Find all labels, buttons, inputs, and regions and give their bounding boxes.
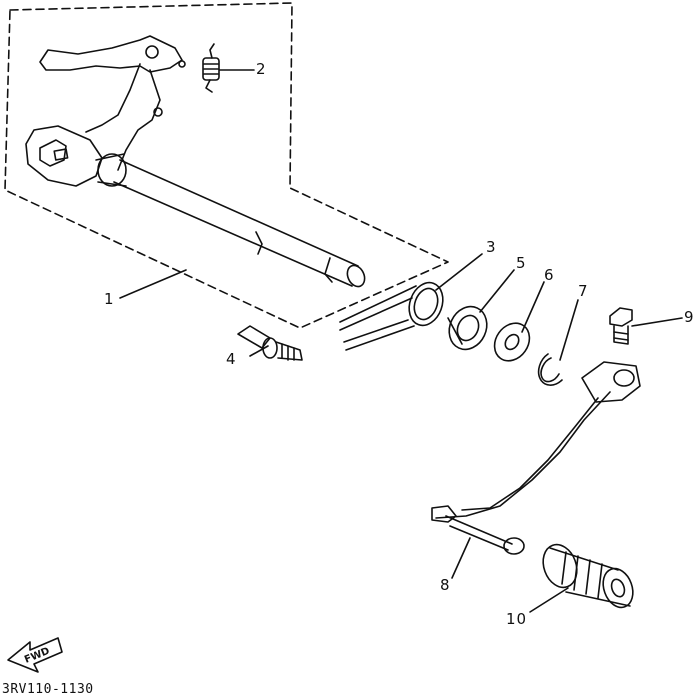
- leader-line-10: [529, 587, 569, 613]
- assembly-dashed-outline: [4, 2, 449, 329]
- diagram-code: 3RV110-1130: [2, 682, 94, 697]
- torsion-spring-part: [339, 281, 444, 351]
- leader-line-9: [631, 317, 683, 327]
- bolt-part: [609, 307, 633, 345]
- spring-part: [202, 43, 220, 93]
- leader-line-4: [249, 345, 269, 357]
- fwd-arrow-icon: [7, 637, 63, 673]
- callout-3: 3: [486, 238, 497, 256]
- circlip-part: [537, 353, 563, 386]
- washer-part: [493, 322, 531, 362]
- leader-line-7: [559, 299, 579, 361]
- callout-9: 9: [684, 308, 695, 326]
- pin-bolt-part: [237, 325, 303, 361]
- callout-7: 7: [578, 282, 589, 300]
- callout-8: 8: [440, 576, 451, 594]
- callout-6: 6: [544, 266, 555, 284]
- callout-1: 1: [104, 290, 115, 308]
- callout-2: 2: [256, 60, 267, 78]
- leader-line-8: [451, 537, 471, 579]
- pedal-rubber-part: [542, 543, 634, 609]
- oil-seal-part: [447, 305, 488, 351]
- shift-pedal-part: [431, 361, 641, 555]
- leader-line-6: [521, 281, 545, 333]
- leader-line-5: [479, 269, 515, 313]
- leader-line-3: [435, 253, 483, 291]
- callout-5: 5: [516, 254, 527, 272]
- shift-shaft-assembly-part: [25, 35, 366, 288]
- leader-line-1: [119, 269, 187, 299]
- callout-4: 4: [226, 350, 237, 368]
- callout-10: 10: [506, 610, 528, 628]
